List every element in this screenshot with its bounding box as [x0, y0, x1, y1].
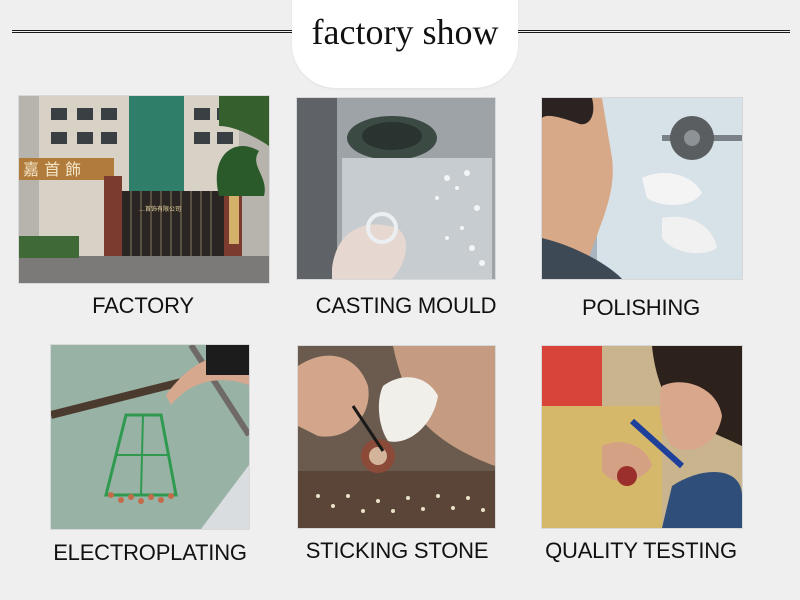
header-rule-right — [516, 30, 790, 33]
step-label-factory: FACTORY — [92, 293, 194, 318]
page-title: factory show — [311, 12, 499, 52]
factory-photo-gate-sign: …首饰有限公司 — [139, 205, 181, 213]
polishing-photo — [541, 97, 743, 280]
factory-photo: 嘉 首 飾 …首饰有限公司 — [18, 95, 270, 284]
header-rule-left — [12, 30, 294, 33]
step-label-casting-mould: CASTING MOULD — [315, 293, 497, 318]
sticking-stone-photo — [297, 345, 496, 529]
electroplating-photo — [50, 344, 250, 530]
step-label-polishing: POLISHING — [581, 295, 700, 320]
step-label-quality-testing: QUALITY TESTING — [545, 538, 737, 563]
quality-testing-photo — [541, 345, 743, 529]
step-label-electroplating: ELECTROPLATING — [53, 540, 247, 565]
header-banner: factory show — [0, 0, 800, 88]
step-label-sticking-stone: STICKING STONE — [305, 538, 489, 563]
casting-mould-photo — [296, 97, 496, 280]
title-badge — [292, 0, 518, 88]
factory-photo-sign: 嘉 首 飾 — [23, 160, 81, 179]
